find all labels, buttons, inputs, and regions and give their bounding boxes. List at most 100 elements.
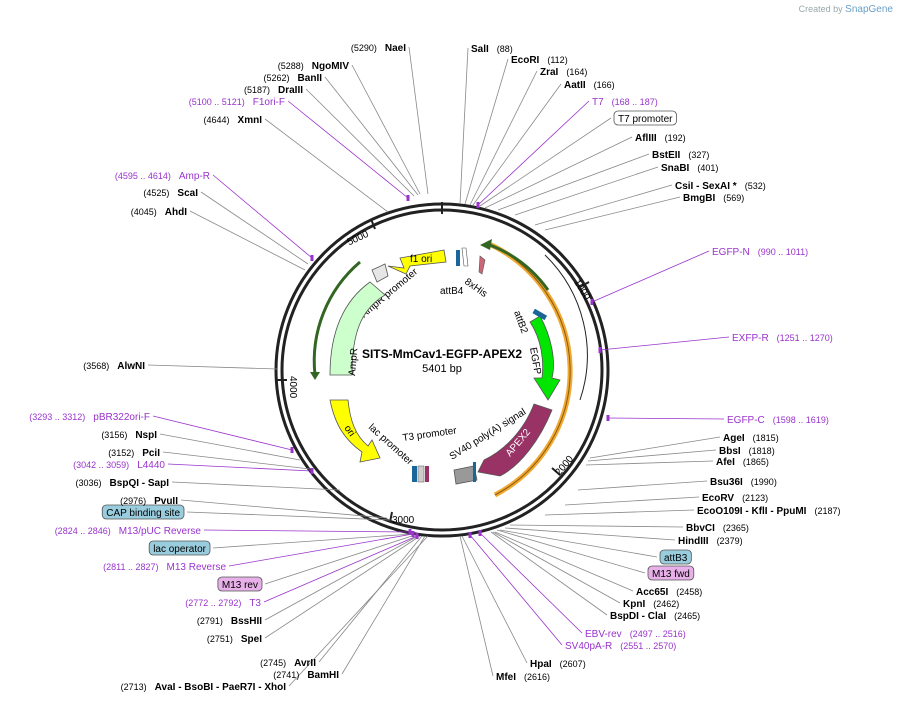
site-pos-ecorv: (2123): [742, 493, 768, 503]
leader-pcii: [162, 451, 311, 470]
leader-egfp-c: [607, 417, 725, 420]
site-naei: NaeI (5290): [351, 43, 406, 54]
site-name-aatii: AatII: [564, 80, 586, 91]
site-pos-naei: (5290): [351, 43, 377, 53]
leader-bspqi-sapi: [171, 481, 341, 491]
leader-snabi: [514, 166, 659, 216]
snapgene-branding: Created by SnapGene: [799, 4, 893, 15]
site-zrai: ZraI(164): [540, 67, 587, 78]
site-f1ori-f: F1ori-F(5100 .. 5121): [189, 97, 285, 108]
site-name-afliii: AflIII: [635, 133, 657, 144]
site-name-csii-sexai: CsiI - SexAI *: [675, 181, 737, 192]
site-name-agei: AgeI: [723, 433, 745, 444]
site-name-ecoo109i-kfli-ppumi: EcoO109I - KflI - PpuMI: [697, 506, 807, 517]
leader-cap-binding-site: [186, 511, 391, 521]
site-pos-mfei: (2616): [524, 672, 550, 682]
site-amp-r: Amp-R (4595 .. 4614): [115, 171, 210, 182]
primer-mark-amp-r: [310, 255, 314, 261]
site-pos-t7: (168 .. 187): [612, 97, 658, 107]
site-pos-agei: (1815): [753, 433, 779, 443]
site-pos-sali: (88): [497, 44, 513, 54]
tick-4000: 4000: [287, 376, 298, 399]
site-name-t7: T7: [592, 97, 604, 108]
leader-zrai: [469, 70, 538, 206]
site-pos-acc65i: (2458): [676, 587, 702, 597]
site-nspi: NspI(3156): [101, 430, 157, 441]
leader-sali: [459, 47, 469, 205]
leader-pvuii: [180, 499, 388, 519]
site-bbsi: BbsI(1818): [719, 446, 775, 457]
site-pos-bbsi: (1818): [749, 446, 775, 456]
leader-bbvci: [509, 524, 684, 528]
site-pos-amp-r: (4595 .. 4614): [115, 171, 171, 181]
site-pos-afei: (1865): [743, 457, 769, 467]
site-pos-alwni: (3568): [83, 361, 109, 371]
site-afei: AfeI(1865): [716, 457, 769, 468]
leader-sv40pa-r: [469, 534, 563, 646]
leader-xmni: [264, 118, 389, 213]
site-pos-kpni: (2462): [653, 599, 679, 609]
leader-f1ori-f: [287, 100, 409, 199]
site-name-m13-reverse: M13 Reverse: [167, 562, 227, 573]
site-l4440: L4440(3042 .. 3059): [73, 460, 165, 471]
site-mfei: MfeI(2616): [496, 672, 550, 683]
leader-t3: [263, 535, 418, 603]
leader-scai: [200, 191, 309, 265]
site-avrii: AvrII(2745): [260, 658, 316, 669]
leader-ngomiv: [351, 64, 421, 195]
site-pbr322ori-f: pBR322ori-F(3293 .. 3312): [29, 412, 150, 423]
site-draiii: DraIII(5187): [244, 85, 303, 96]
egfp-orf-arrow: [489, 243, 550, 291]
site-name-egfp-c: EGFP-C: [727, 415, 765, 426]
site-egfp-n: EGFP-N(990 .. 1011): [712, 247, 808, 258]
site-sali: SalI(88): [471, 44, 513, 55]
leader-spei: [264, 535, 421, 639]
site-pos-egfp-c: (1598 .. 1619): [773, 415, 829, 425]
leader-afei: [585, 460, 714, 466]
leader-ecori: [464, 58, 509, 205]
site-pos-t3: (2772 .. 2792): [185, 598, 241, 608]
feature-label-ampr: AmpR: [347, 348, 360, 377]
site-name-bmgbi: BmgBI: [683, 193, 715, 204]
leader-attb3: [499, 529, 658, 558]
site-egfp-c: EGFP-C (1598 .. 1619): [727, 415, 829, 426]
site-name-t3: T3: [249, 598, 261, 609]
site-pos-bspqi-sapi: (3036): [76, 478, 102, 488]
site-pos-l4440: (3042 .. 3059): [73, 460, 129, 470]
primer-mark-f1ori-f: [406, 195, 410, 201]
site-ecori: EcoRI(112): [511, 55, 568, 66]
primer-mark-m13-puc-reverse: [408, 529, 412, 535]
site-kpni: KpnI(2462): [623, 599, 679, 610]
site-pos-bsteii: (327): [688, 150, 709, 160]
leader-hpai: [461, 535, 528, 664]
site-spei: SpeI(2751): [207, 634, 262, 645]
site-box-attb3: [659, 549, 692, 565]
leader-hindiii: [504, 527, 676, 541]
leader-ecorv: [564, 496, 700, 506]
site-ecorv: EcoRV(2123): [702, 493, 768, 504]
site-box-t7-promoter: [613, 110, 677, 126]
site-pos-avrii: (2745): [260, 658, 286, 668]
site-avai-bsobi-paer7i-xhoi: AvaI - BsoBI - PaeR7I - XhoI(2713): [121, 682, 287, 693]
site-name-draiii: DraIII: [278, 85, 303, 96]
site-pos-aatii: (166): [594, 80, 615, 90]
site-name-scai: ScaI: [177, 188, 198, 199]
site-label-m13-rev: M13 rev: [222, 580, 258, 591]
tick-3000: 3000: [392, 515, 415, 526]
feature-attb2: [532, 308, 548, 321]
feature-label-egfp: EGFP: [527, 347, 543, 376]
site-name-acc65i: Acc65I: [636, 587, 668, 598]
site-name-naei: NaeI: [385, 43, 406, 54]
site-pos-ngomiv: (5288): [278, 61, 304, 71]
site-name-exfp-r: EXFP-R: [732, 333, 769, 344]
leader-naei: [408, 46, 429, 195]
leader-l4440: [167, 463, 313, 472]
leader-acc65i: [494, 531, 634, 592]
site-pos-egfp-n: (990 .. 1011): [758, 247, 808, 257]
site-pcii: PciI(3152): [108, 448, 160, 459]
site-pos-m13-puc-reverse: (2824 .. 2846): [55, 526, 111, 536]
leader-kpni: [492, 531, 621, 604]
site-name-amp-r: Amp-R: [179, 171, 210, 182]
leader-t7-promoter: [479, 117, 612, 207]
primer-mark-t3: [415, 533, 419, 539]
